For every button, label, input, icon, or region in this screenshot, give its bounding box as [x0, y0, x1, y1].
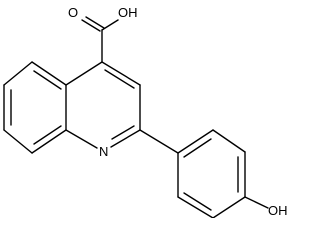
atom-label-carboxyl-oxygen: O: [68, 5, 78, 20]
bond-c-o-double-b: [85, 16, 105, 29]
bond-p1-p2-inner: [183, 138, 212, 158]
atom-label-phenol-hydroxyl: OH: [268, 203, 288, 218]
bond-c4a-c5: [31, 61, 67, 86]
bond-p4-oh: [244, 196, 269, 209]
bond-p1-p2: [177, 129, 214, 154]
bond-c2-phenyl: [139, 129, 179, 154]
bond-c-o-double-a: [81, 19, 101, 32]
benzo-ring: [3, 61, 67, 154]
structure-canvas: O OH N OH: [3, 5, 288, 218]
bond-p2-p3: [212, 129, 246, 153]
bond-c4-c3: [101, 61, 141, 86]
bond-c4-c3-inner: [104, 69, 135, 89]
bond-p5-p6: [177, 196, 214, 218]
bond-p4-p5: [212, 196, 246, 218]
phenol-ring: [177, 129, 269, 218]
bond-n-c8a: [65, 129, 98, 149]
bond-c4a-c4: [65, 61, 103, 86]
bond-c8-c8a-inner: [33, 125, 62, 145]
carboxyl-group: [81, 16, 119, 63]
bond-c-oh: [101, 19, 119, 31]
bond-c2-n: [110, 129, 141, 148]
chemical-structure-diagram: O OH N OH: [3, 5, 288, 218]
bond-c2-n-inner: [111, 125, 135, 140]
bond-p5-p6-inner: [183, 192, 212, 211]
atom-label-carboxyl-hydroxyl: OH: [118, 5, 138, 20]
pyridine-ring: [65, 61, 141, 149]
atom-label-ring-nitrogen: N: [99, 144, 108, 159]
bond-c4a-c5-inner: [33, 70, 62, 90]
bond-c5-c6: [3, 61, 33, 86]
bond-c7-c8: [3, 129, 33, 154]
bond-c8-c8a: [31, 129, 67, 154]
